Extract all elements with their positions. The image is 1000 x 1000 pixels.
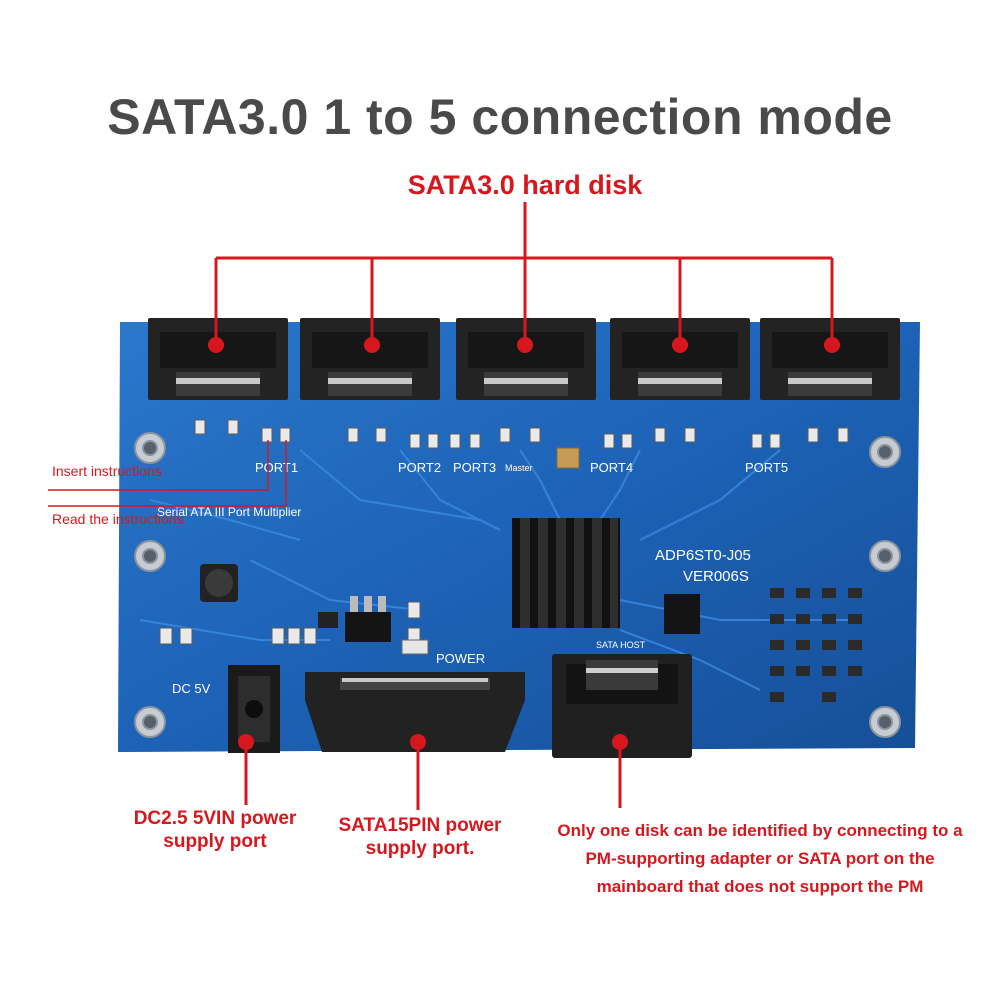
version-label: VER006S	[683, 568, 749, 585]
insert-instructions-label: Insert instructions	[52, 463, 162, 479]
port2-label: PORT2	[398, 460, 441, 475]
dc5v-label: DC 5V	[172, 681, 211, 696]
dc-port-caption: DC2.5 5VIN power supply port	[133, 808, 297, 852]
voltage-regulator	[345, 596, 391, 642]
port1-label: PORT1	[255, 460, 298, 475]
sata-connector-5	[760, 318, 900, 400]
hard-disk-callout	[214, 202, 834, 345]
sata-power-connector	[305, 672, 525, 752]
port5-label: PORT5	[745, 460, 788, 475]
port3-label: PORT3	[453, 460, 496, 475]
power-label: POWER	[436, 651, 485, 666]
right-components	[770, 588, 862, 702]
dc-jack	[228, 665, 280, 753]
bottom-callouts	[244, 742, 622, 810]
sata-port-connectors	[148, 318, 900, 400]
port4-label: PORT4	[590, 460, 633, 475]
master-label: Master	[505, 463, 533, 473]
hard-disk-dots	[208, 337, 840, 353]
instruction-lines	[48, 440, 287, 507]
host-note-caption: Only one disk can be identified by conne…	[557, 821, 963, 897]
sata-host-connector	[552, 654, 692, 758]
sata-connector-1	[148, 318, 288, 400]
heatsink	[512, 518, 620, 628]
power-led	[401, 639, 429, 655]
button-component	[318, 612, 338, 628]
multiplier-label: Serial ATA III Port Multiplier	[157, 505, 301, 519]
sata-power-caption: SATA15PIN power supply port.	[338, 815, 502, 859]
small-ic	[664, 594, 700, 634]
bottom-callout-dots	[238, 734, 628, 750]
hard-disk-label: SATA3.0 hard disk	[407, 170, 643, 200]
page-title: SATA3.0 1 to 5 connection mode	[107, 89, 893, 145]
model-label: ADP6ST0-J05	[655, 547, 751, 564]
mounting-holes	[134, 432, 901, 738]
read-instructions-label: Read the instructions	[52, 511, 184, 527]
sata-host-label: SATA HOST	[596, 640, 646, 650]
sata-connector-4	[610, 318, 750, 400]
sata-connector-2	[300, 318, 440, 400]
crystal	[556, 447, 580, 469]
smd-components	[159, 419, 849, 645]
